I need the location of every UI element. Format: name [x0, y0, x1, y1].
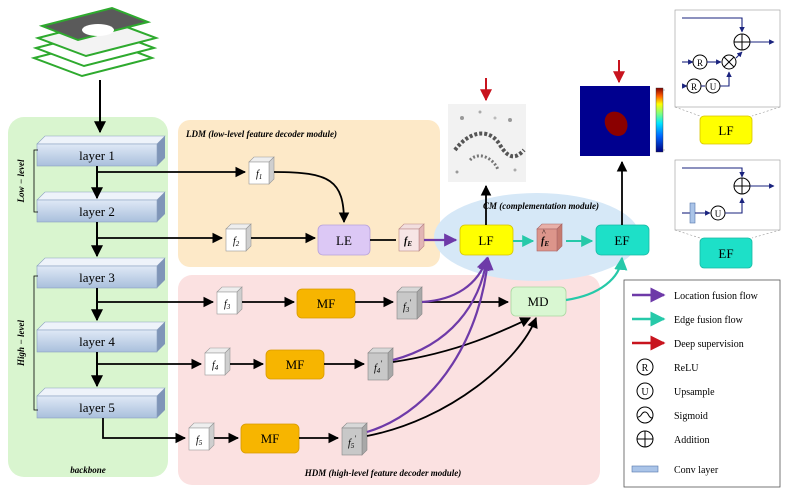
svg-text:MF: MF: [261, 431, 280, 446]
legend-edge-fusion-flow: Edge fusion flow: [632, 311, 744, 327]
svg-text:layer 5: layer 5: [79, 400, 115, 415]
svg-text:R: R: [697, 58, 703, 68]
svg-text:Edge fusion flow: Edge fusion flow: [674, 315, 744, 326]
feature-f2: f2: [225, 223, 252, 252]
svg-text:f4′: f4′: [374, 359, 382, 375]
svg-text:EF: EF: [614, 233, 629, 248]
md-module: MD: [510, 286, 567, 317]
legend-sigmoid: Sigmoid: [636, 406, 708, 424]
high-level-label: High − level: [16, 320, 26, 367]
svg-text:Sigmoid: Sigmoid: [674, 411, 708, 422]
svg-text:R: R: [642, 363, 649, 374]
svg-text:MF: MF: [317, 296, 336, 311]
lf-module: LF: [459, 224, 514, 256]
feature-f4-prime: f4′: [367, 347, 394, 381]
svg-text:f1: f1: [256, 169, 262, 181]
svg-text:layer 1: layer 1: [79, 148, 115, 163]
layer-2: layer 2: [36, 191, 166, 223]
ldm-title: LDM (low-level feature decoder module): [185, 129, 337, 139]
feature-f3-prime: f3′: [396, 286, 423, 320]
sigmoid-icon: [636, 406, 654, 424]
svg-text:f5′: f5′: [348, 434, 356, 450]
svg-text:U: U: [641, 387, 649, 398]
legend-addition: Addition: [636, 430, 710, 448]
svg-text:layer 2: layer 2: [79, 204, 115, 219]
svg-text:LF: LF: [718, 123, 733, 138]
feature-f5: f5: [188, 422, 215, 451]
ef-module: EF: [595, 224, 650, 256]
svg-text:R: R: [691, 82, 697, 92]
svg-text:f4: f4: [212, 360, 219, 372]
svg-text:Deep supervision: Deep supervision: [674, 339, 744, 350]
layer-3: layer 3: [36, 257, 166, 289]
conv-layer-icon: [631, 465, 659, 473]
legend-conv-layer: Conv layer: [631, 465, 719, 476]
high-level-bracket: High − level: [16, 275, 38, 411]
layer-5: layer 5: [36, 387, 166, 419]
legend-relu: R ReLU: [636, 358, 699, 376]
backbone-label: backbone: [70, 465, 106, 475]
hdm-title: HDM (high-level feature decoder module): [304, 468, 461, 478]
svg-text:layer 4: layer 4: [79, 334, 115, 349]
svg-text:LE: LE: [336, 233, 352, 248]
svg-text:f2: f2: [233, 236, 240, 248]
svg-text:Upsample: Upsample: [674, 387, 715, 398]
legend-upsample: U Upsample: [636, 382, 715, 400]
backbone-region: [8, 117, 168, 477]
feature-fe: fE: [398, 223, 425, 252]
layer-1: layer 1: [36, 135, 166, 167]
svg-text:^: ^: [542, 228, 546, 237]
svg-text:EF: EF: [718, 246, 733, 261]
svg-text:LF: LF: [478, 233, 493, 248]
svg-text:f5: f5: [196, 435, 203, 447]
low-level-bracket: Low − level: [16, 149, 38, 213]
svg-text:f3: f3: [224, 299, 231, 311]
mf-module-1: MF: [296, 288, 356, 319]
lf-prediction-image: [448, 104, 526, 182]
svg-text:fE: fE: [404, 236, 412, 248]
feature-f3: f3: [216, 286, 243, 315]
upsample-icon: [636, 382, 654, 400]
svg-text:U: U: [710, 82, 717, 92]
svg-text:MD: MD: [528, 294, 549, 309]
svg-text:U: U: [715, 209, 722, 219]
svg-text:Location fusion flow: Location fusion flow: [674, 291, 759, 302]
legend-deep-supervision: Deep supervision: [632, 335, 744, 351]
svg-text:ReLU: ReLU: [674, 363, 699, 374]
mf-module-3: MF: [240, 423, 300, 454]
ef-inset: U EF: [674, 159, 781, 269]
svg-text:MF: MF: [286, 357, 305, 372]
svg-text:fE: fE: [541, 236, 549, 248]
layer-4: layer 4: [36, 321, 166, 353]
legend: Location fusion flow Edge fusion flow De…: [623, 279, 781, 488]
feature-fe-hat: fE ^: [536, 223, 563, 252]
lf-inset: R R U LF: [674, 9, 781, 145]
svg-text:Addition: Addition: [674, 435, 710, 446]
svg-text:layer 3: layer 3: [79, 270, 115, 285]
mf-module-2: MF: [265, 349, 325, 380]
feature-f4: f4: [204, 347, 231, 376]
feature-f1: f1: [248, 156, 275, 185]
legend-location-fusion-flow: Location fusion flow: [632, 287, 759, 303]
le-module: LE: [317, 224, 371, 256]
svg-text:Conv layer: Conv layer: [674, 465, 719, 476]
cm-title: CM (complementation module): [483, 201, 599, 211]
ef-prediction-image: [580, 86, 665, 156]
feature-f5-prime: f5′: [341, 422, 368, 456]
relu-icon: [636, 358, 654, 376]
svg-text:f3′: f3′: [403, 298, 411, 314]
low-level-label: Low − level: [16, 159, 26, 203]
input-image-stack: [30, 6, 160, 78]
